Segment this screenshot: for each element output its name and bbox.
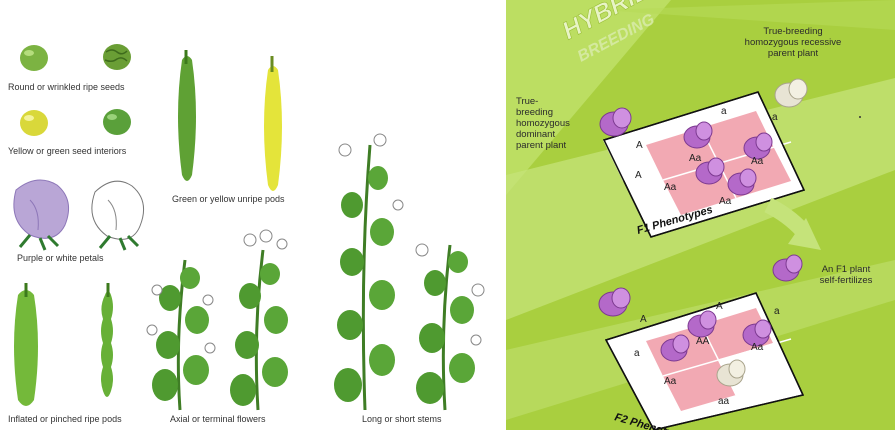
white-petal-flower-icon: [92, 181, 144, 250]
self-line-2: self-fertilizes: [806, 275, 886, 286]
f2-cell-1: AA: [696, 336, 710, 347]
pinched-pod-icon: [101, 283, 113, 397]
dominant-line-3: homozygous: [516, 118, 591, 129]
pea-traits-illustration: [0, 0, 500, 430]
petals-label: Purple or white petals: [17, 253, 104, 264]
short-stem-plant-icon: [416, 244, 484, 410]
seeds-label: Round or wrinkled ripe seeds: [8, 82, 125, 93]
f2-col-header-1: A: [716, 301, 723, 312]
recessive-line-3: parent plant: [738, 48, 848, 59]
hybrid-breeding-panel: HYBRID BREEDING: [506, 0, 895, 430]
axial-flower-plant-icon: [147, 260, 215, 410]
hybrid-breeding-illustration: HYBRID BREEDING: [506, 0, 895, 430]
terminal-flower-plant-icon: [230, 230, 288, 410]
dominant-line-4: dominant: [516, 129, 591, 140]
f2-cell-2: Aa: [751, 342, 764, 353]
recessive-line-2: homozygous recessive: [738, 37, 848, 48]
dominant-parent-text: True- breeding homozygous dominant paren…: [516, 96, 591, 151]
dominant-line-1: True-: [516, 96, 591, 107]
green-unripe-pod-icon: [178, 50, 196, 181]
f2-cell-3: Aa: [664, 376, 677, 387]
wrinkled-seed-icon: [103, 44, 131, 70]
stems-label: Long or short stems: [362, 414, 442, 425]
f2-cell-4: aa: [718, 396, 730, 407]
f1-self-fertilizes-text: An F1 plant self-fertilizes: [806, 264, 886, 286]
f2-row-header-1: A: [640, 314, 647, 325]
purple-petal-flower-icon: [14, 180, 69, 250]
f1-cell-3: Aa: [664, 182, 677, 193]
pea-traits-panel: Round or wrinkled ripe seeds Yellow or g…: [0, 0, 500, 430]
f1-cell-4: Aa: [719, 196, 732, 207]
f2-row-header-2: a: [634, 348, 640, 359]
f1-row-header-2: A: [635, 170, 642, 181]
inflated-pod-icon: [14, 283, 38, 406]
recessive-parent-text: True-breeding homozygous recessive paren…: [738, 26, 848, 59]
dominant-line-5: parent plant: [516, 140, 591, 151]
f1-col-header-1: a: [721, 106, 727, 117]
green-seed-icon: [103, 109, 131, 135]
round-seed-icon: [20, 45, 48, 71]
pods-color-label: Green or yellow unripe pods: [172, 194, 285, 205]
f1-cell-1: Aa: [689, 153, 702, 164]
pods-shape-label: Inflated or pinched ripe pods: [8, 414, 122, 425]
self-line-1: An F1 plant: [806, 264, 886, 275]
dot-mark: [859, 116, 861, 118]
dominant-line-2: breeding: [516, 107, 591, 118]
f1-row-header-1: A: [636, 140, 643, 151]
f1-cell-2: Aa: [751, 156, 764, 167]
long-stem-plant-icon: [334, 134, 403, 410]
yellow-seed-icon: [20, 110, 48, 136]
f2-col-header-2: a: [774, 306, 780, 317]
recessive-line-1: True-breeding: [738, 26, 848, 37]
interiors-label: Yellow or green seed interiors: [8, 146, 126, 157]
flowers-label: Axial or terminal flowers: [170, 414, 266, 425]
yellow-unripe-pod-icon: [264, 56, 282, 191]
f1-col-header-2: a: [772, 112, 778, 123]
